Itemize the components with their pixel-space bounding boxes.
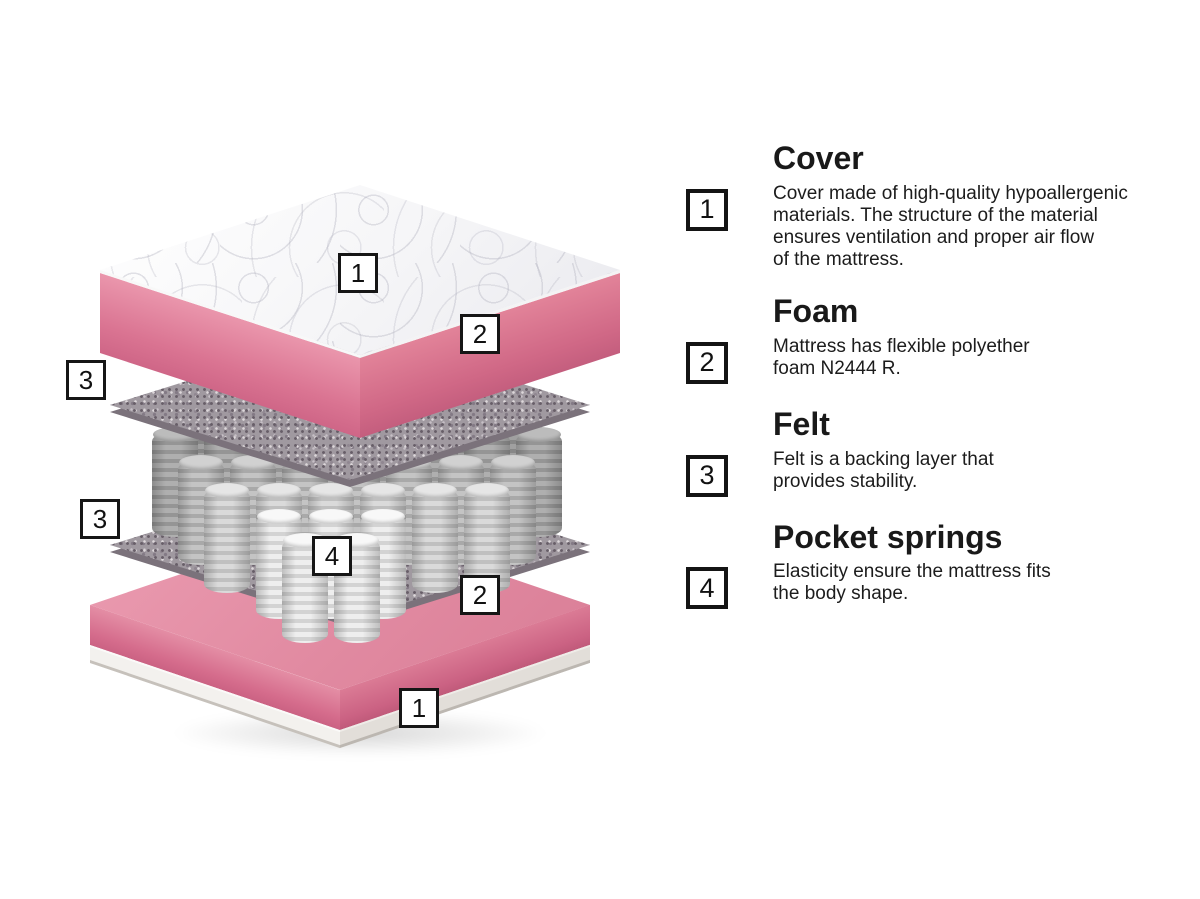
legend-title-felt: Felt xyxy=(773,405,830,442)
spring-coil xyxy=(204,483,250,593)
legend-title-pocket-springs: Pocket springs xyxy=(773,518,1003,555)
legend: Cover 1 Cover made of high-quality hypoa… xyxy=(655,140,1165,631)
marker-felt-bottom: 3 xyxy=(80,499,120,539)
legend-item-felt: Felt 3 Felt is a backing layer that prov… xyxy=(655,406,1165,497)
marker-cover-bottom: 1 xyxy=(399,688,439,728)
marker-felt-top: 3 xyxy=(66,360,106,400)
legend-number-box-3: 3 xyxy=(686,454,728,497)
marker-cover-top: 1 xyxy=(338,253,378,293)
cover-layer xyxy=(100,185,620,485)
legend-description-felt: Felt is a backing layer that provides st… xyxy=(773,448,994,492)
legend-item-pocket-springs: Pocket springs 4 Elasticity ensure the m… xyxy=(655,519,1165,610)
legend-description-pocket-springs: Elasticity ensure the mattress fits the … xyxy=(773,561,1051,605)
legend-description-foam: Mattress has flexible polyether foam N24… xyxy=(773,335,1030,379)
legend-title-foam: Foam xyxy=(773,292,859,329)
marker-foam-bottom: 2 xyxy=(460,575,500,615)
mattress-diagram: 1 2 3 3 4 2 1 xyxy=(60,150,700,800)
legend-number-box-1: 1 xyxy=(686,188,728,231)
legend-number-box-4: 4 xyxy=(686,567,728,610)
legend-item-cover: Cover 1 Cover made of high-quality hypoa… xyxy=(655,140,1165,271)
legend-item-foam: Foam 2 Mattress has flexible polyether f… xyxy=(655,293,1165,384)
marker-foam-top: 2 xyxy=(460,314,500,354)
spring-coil xyxy=(412,483,458,593)
legend-title-cover: Cover xyxy=(773,140,864,176)
legend-number-box-2: 2 xyxy=(686,341,728,384)
marker-pocket-springs: 4 xyxy=(312,536,352,576)
legend-description-cover: Cover made of high-quality hypoallergeni… xyxy=(773,182,1128,270)
